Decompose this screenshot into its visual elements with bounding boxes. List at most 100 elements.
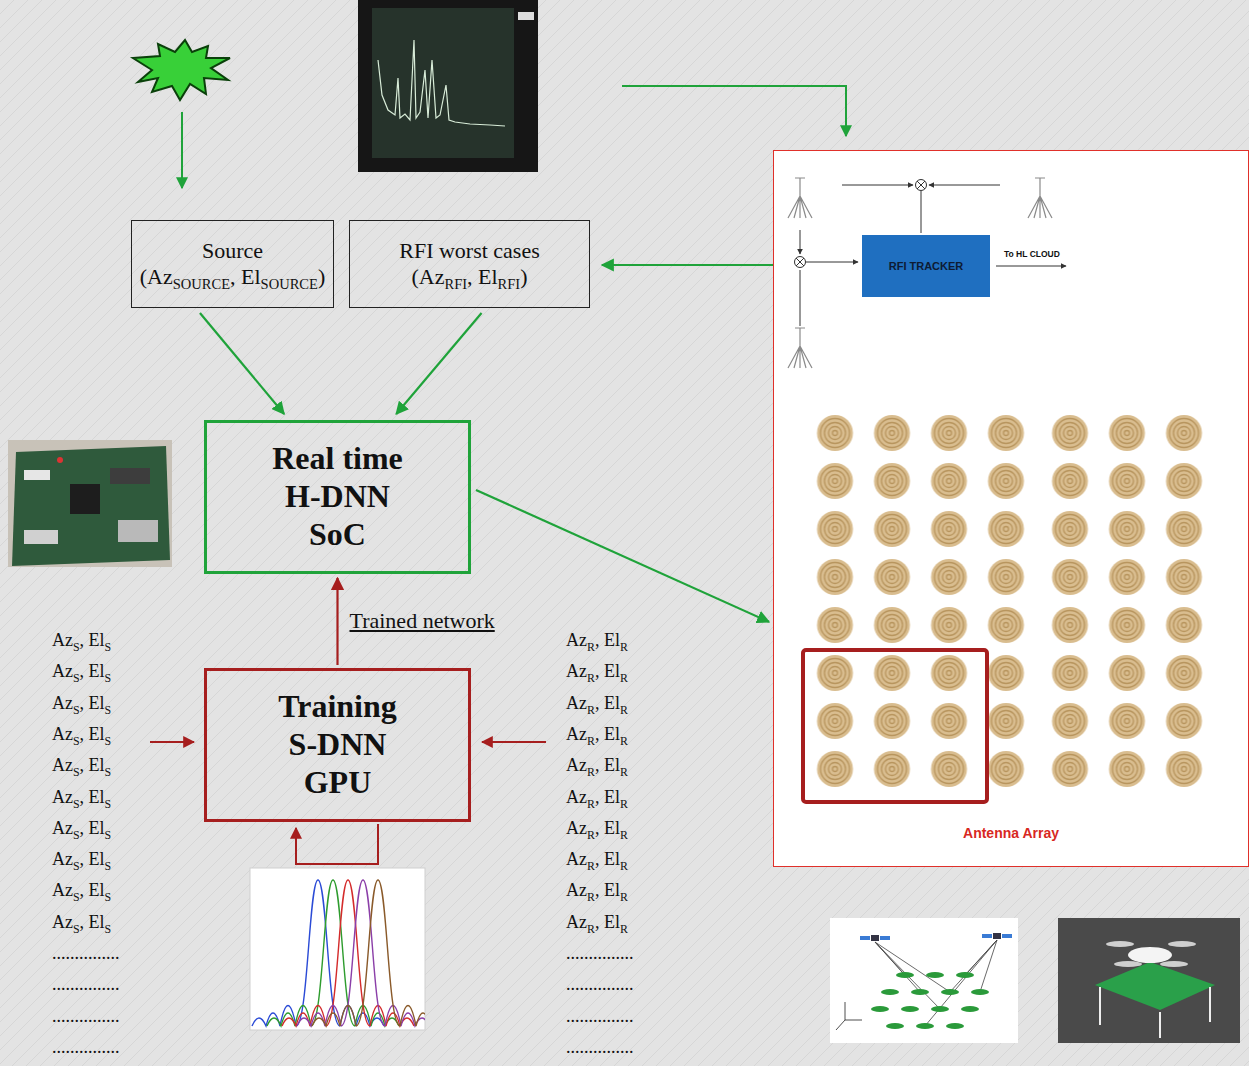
subscript: R [587, 733, 595, 747]
flow-arrow [476, 490, 769, 622]
beam-curve [312, 880, 425, 1026]
photo-frame [8, 440, 172, 567]
rfi-box: RFI worst cases(AzRFI, ElRFI) [349, 220, 590, 308]
wire [800, 270, 801, 326]
wire [929, 185, 1000, 186]
angle-list-item: AzS, ElS [52, 818, 111, 840]
subscript: S [73, 827, 80, 841]
subscript: S [73, 859, 80, 873]
angle-list-item: AzR, ElR [566, 630, 628, 652]
plot-frame [250, 868, 425, 1030]
spectrum-arrow [622, 86, 846, 136]
source-box: Source(AzSOURCE, ElSOURCE) [131, 220, 334, 308]
satellite-diagram [830, 918, 1018, 1043]
beam-curve [297, 880, 425, 1026]
wire [800, 230, 801, 254]
angle-list-item: AzR, ElR [566, 693, 628, 715]
angle-list-item: ............... [52, 1006, 120, 1028]
angle-list-item: ............... [566, 1006, 634, 1028]
list-arrow [482, 741, 546, 743]
realtime-box: Real time H-DNN SoC [204, 420, 471, 574]
subscript: R [620, 702, 628, 716]
subscript: S [73, 890, 80, 904]
subscript: S [73, 733, 80, 747]
panel-ground [773, 150, 1249, 867]
wire [806, 262, 858, 263]
spiral-antenna-grid [1042, 409, 1213, 793]
box-text: Real time H-DNN SoC [263, 440, 413, 553]
subscript: S [105, 640, 112, 654]
platform [1095, 962, 1215, 1010]
fpga-chip [70, 484, 100, 514]
platform-legs [1100, 987, 1210, 1038]
subscript: R [587, 796, 595, 810]
subscript: R [587, 765, 595, 779]
subscript: R [620, 921, 628, 935]
training-box: Training S-DNN GPU [204, 668, 471, 822]
angle-list-item: AzS, ElS [52, 849, 111, 871]
angle-list-item: ............... [52, 974, 120, 996]
subscript: S [73, 765, 80, 779]
antenna-symbol [1028, 178, 1052, 218]
subscript: S [73, 921, 80, 935]
angle-list-item: AzS, ElS [52, 912, 111, 934]
spiral-antenna-grid [807, 409, 1035, 793]
antenna-symbol [788, 178, 812, 218]
connector [24, 470, 50, 480]
angle-list-item: ............... [566, 1037, 634, 1059]
subscript: S [105, 733, 112, 747]
subscript: S [73, 796, 80, 810]
subscript: S [105, 796, 112, 810]
screen-tag [518, 12, 534, 20]
axes-symbol [836, 1002, 862, 1030]
angle-list-item: AzS, ElS [52, 787, 111, 809]
box-text: (AzRFI, ElRFI) [411, 264, 527, 290]
flow-arrow [396, 313, 481, 414]
subscript: R [620, 796, 628, 810]
drone [1106, 941, 1196, 967]
flow-arrow [336, 578, 338, 665]
connector [118, 520, 158, 542]
subscript: RFI [444, 276, 467, 292]
angle-list-item: AzR, ElR [566, 787, 628, 809]
subscript: R [587, 827, 595, 841]
angle-list-item: AzS, ElS [52, 630, 111, 652]
output-label: To HL CLOUD [1004, 249, 1060, 259]
spectrum-trace [378, 40, 505, 126]
subscript: R [620, 640, 628, 654]
subscript: S [73, 671, 80, 685]
subscript: R [620, 733, 628, 747]
angle-list-item: AzR, ElR [566, 661, 628, 683]
tracker-box: RFI TRACKER [862, 235, 990, 297]
angle-list-item: AzR, ElR [566, 849, 628, 871]
mixer-symbol [795, 257, 806, 268]
subscript: S [105, 859, 112, 873]
box-text: Antenna Array [963, 825, 1059, 842]
subscript: R [587, 671, 595, 685]
angle-list-item: AzR, ElR [566, 912, 628, 934]
box-text: (AzSOURCE, ElSOURCE) [140, 264, 325, 290]
angle-list-item: ............... [566, 943, 634, 965]
subscript: R [587, 890, 595, 904]
photo-frame [1058, 918, 1240, 1043]
subscript: RFI [498, 276, 521, 292]
subscript: S [105, 671, 112, 685]
subscript: S [73, 640, 80, 654]
angle-list-item: AzS, ElS [52, 880, 111, 902]
satellite-icon [860, 935, 890, 941]
subscript: S [105, 765, 112, 779]
beam-pattern-plot [250, 868, 444, 1030]
chip [110, 468, 150, 484]
satellite-icon [982, 933, 1012, 939]
box-text: RFI TRACKER [889, 260, 964, 273]
angle-list-item: AzS, ElS [52, 724, 111, 746]
list-arrow [150, 741, 194, 743]
angle-list-item: AzS, ElS [52, 661, 111, 683]
angle-list-item: AzR, ElR [566, 818, 628, 840]
subscript: R [587, 640, 595, 654]
source-starburst [133, 40, 230, 100]
mixer-symbol [916, 180, 927, 191]
